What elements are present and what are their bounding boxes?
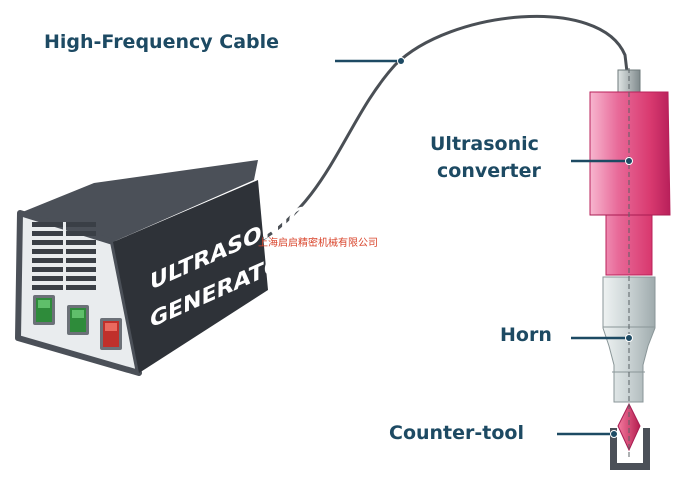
converter-body [589, 91, 671, 276]
counter-tool-label: Counter-tool [389, 422, 524, 444]
converter-label-line2: converter [437, 160, 541, 182]
generator-switch-green-2 [67, 305, 89, 335]
counter-tool-pointer-dot [610, 430, 618, 438]
high-frequency-cable [257, 14, 629, 244]
horn-label: Horn [500, 324, 552, 346]
generator-switch-red [100, 318, 122, 350]
ultrasonic-converter [589, 69, 671, 276]
cable-pointer-dot [397, 57, 405, 65]
generator-switch-green-1 [33, 295, 55, 325]
watermark-text: 上海启启精密机械有限公司 [258, 236, 378, 249]
converter-pointer-dot [625, 157, 633, 165]
generator-side-face [113, 180, 268, 373]
generator-top-face [20, 160, 258, 242]
ultrasonic-generator: ULTRASONIC GENERATOR [15, 160, 304, 376]
horn-pointer-dot [625, 334, 633, 342]
horn-tip [617, 402, 641, 452]
cable-label: High-Frequency Cable [44, 31, 279, 53]
converter-label-line1: Ultrasonic [430, 133, 539, 155]
generator-vents [32, 222, 96, 290]
